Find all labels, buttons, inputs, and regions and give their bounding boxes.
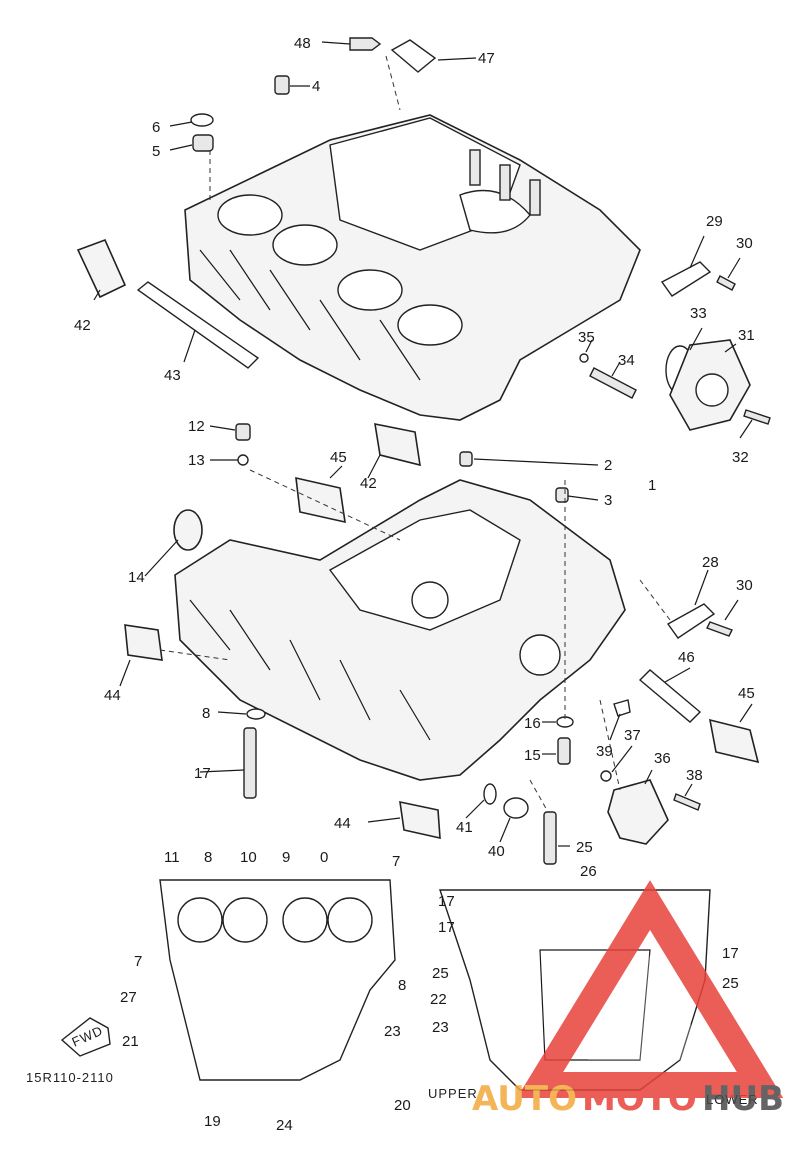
callout-15: 15	[524, 747, 541, 764]
callout-16: 16	[524, 715, 541, 732]
callout-26: 26	[580, 863, 597, 880]
callout-1: 1	[648, 477, 656, 494]
callout-7b: 7	[134, 953, 142, 970]
callout-25c: 25	[722, 975, 739, 992]
loose-parts	[76, 37, 771, 865]
callout-6: 6	[152, 119, 160, 136]
upper-label: UPPER	[428, 1086, 478, 1101]
callout-25b: 25	[432, 965, 449, 982]
callout-48: 48	[294, 35, 311, 52]
callout-37: 37	[624, 727, 641, 744]
callout-7a: 7	[392, 853, 400, 870]
callout-35: 35	[578, 329, 595, 346]
callout-42a: 42	[74, 317, 91, 334]
callout-46: 46	[678, 649, 695, 666]
callout-17a: 17	[194, 765, 211, 782]
callout-30b: 30	[736, 577, 753, 594]
callout-47: 47	[478, 50, 495, 67]
leader-lines	[93, 41, 753, 847]
callout-40: 40	[488, 843, 505, 860]
callout-28: 28	[702, 554, 719, 571]
callout-19: 19	[204, 1113, 221, 1130]
callout-8c: 8	[398, 977, 406, 994]
callout-21: 21	[122, 1033, 139, 1050]
callout-17c: 17	[438, 919, 455, 936]
callout-20: 20	[394, 1097, 411, 1114]
callout-11: 11	[164, 849, 180, 866]
callout-44b: 44	[334, 815, 351, 832]
callout-23a: 23	[384, 1023, 401, 1040]
callout-33: 33	[690, 305, 707, 322]
callout-17b: 17	[438, 893, 455, 910]
callout-9: 9	[282, 849, 290, 866]
fwd-arrow-icon: FWD	[60, 1017, 111, 1057]
callout-2: 2	[604, 457, 612, 474]
callout-5: 5	[152, 143, 160, 160]
watermark-text-hub: HUB	[702, 1079, 784, 1119]
callout-4: 4	[312, 78, 320, 95]
callout-45b: 45	[738, 685, 755, 702]
callout-17d: 17	[722, 945, 739, 962]
callout-22: 22	[430, 991, 447, 1008]
callout-10b: 0	[320, 849, 328, 866]
callout-44a: 44	[104, 687, 121, 704]
upper-bolt-pattern-view	[159, 879, 396, 1081]
callout-39: 39	[596, 743, 613, 760]
callout-3: 3	[604, 492, 612, 509]
watermark-text-auto: AUTO	[472, 1079, 577, 1119]
callout-labels: 48 47 4 6 5 29 30 42 43 33 35 31 34 32 1…	[74, 35, 755, 1134]
callout-27: 27	[120, 989, 137, 1006]
upper-crankcase	[184, 114, 641, 421]
lower-crankcase	[174, 479, 626, 781]
callout-31: 31	[738, 327, 755, 344]
callout-43: 43	[164, 367, 181, 384]
callout-23b: 23	[432, 1019, 449, 1036]
diagram-code: 15R110-2110	[26, 1070, 114, 1085]
callout-13: 13	[188, 452, 205, 469]
callout-29: 29	[706, 213, 723, 230]
callout-10a: 10	[240, 849, 257, 866]
callout-38: 38	[686, 767, 703, 784]
watermark-text-moto: MOTO	[582, 1079, 697, 1119]
callout-42b: 42	[360, 475, 377, 492]
callout-45a: 45	[330, 449, 347, 466]
callout-25a: 25	[576, 839, 593, 856]
callout-30a: 30	[736, 235, 753, 252]
callout-32: 32	[732, 449, 749, 466]
callout-14: 14	[128, 569, 145, 586]
callout-34: 34	[618, 352, 635, 369]
callout-12: 12	[188, 418, 205, 435]
callout-36: 36	[654, 750, 671, 767]
callout-41: 41	[456, 819, 473, 836]
callout-24: 24	[276, 1117, 293, 1134]
assembly-lines	[159, 55, 671, 813]
automotohub-watermark-logo: AUTO MOTO HUB	[472, 880, 784, 1119]
callout-8a: 8	[202, 705, 210, 722]
callout-8b: 8	[204, 849, 212, 866]
